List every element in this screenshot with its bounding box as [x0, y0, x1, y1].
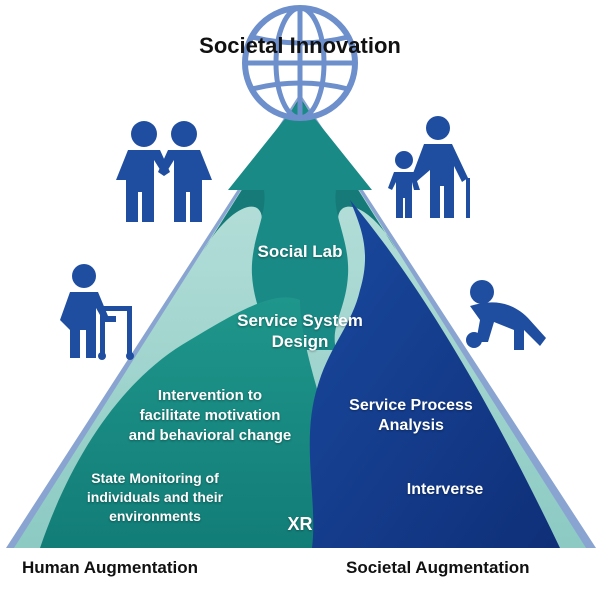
central-arrow — [228, 100, 372, 350]
social-lab-label: Social Lab — [257, 242, 343, 261]
societal-augmentation-label: Societal Augmentation — [346, 558, 530, 577]
xr-label: XR — [287, 514, 313, 534]
human-augmentation-label: Human Augmentation — [22, 558, 198, 577]
state-monitoring-label: State Monitoring of individuals and thei… — [86, 470, 224, 524]
left-side-band — [6, 95, 300, 548]
handshake-icon — [116, 121, 212, 222]
right-side-band — [300, 95, 596, 548]
family-walking-icon — [388, 116, 470, 218]
title: Societal Innovation — [199, 33, 401, 58]
right-blue-region — [309, 200, 560, 548]
globe-icon — [242, 5, 358, 121]
service-process-analysis-label: Service Process Analysis — [349, 397, 473, 434]
interverse-label: Interverse — [406, 481, 484, 498]
walker-person-icon — [60, 264, 134, 360]
crawling-person-icon — [466, 280, 546, 350]
intervention-label: Intervention to facilitate motivation an… — [128, 387, 292, 444]
service-system-design-label: Service System Design — [237, 311, 363, 351]
left-teal-region — [40, 297, 380, 548]
